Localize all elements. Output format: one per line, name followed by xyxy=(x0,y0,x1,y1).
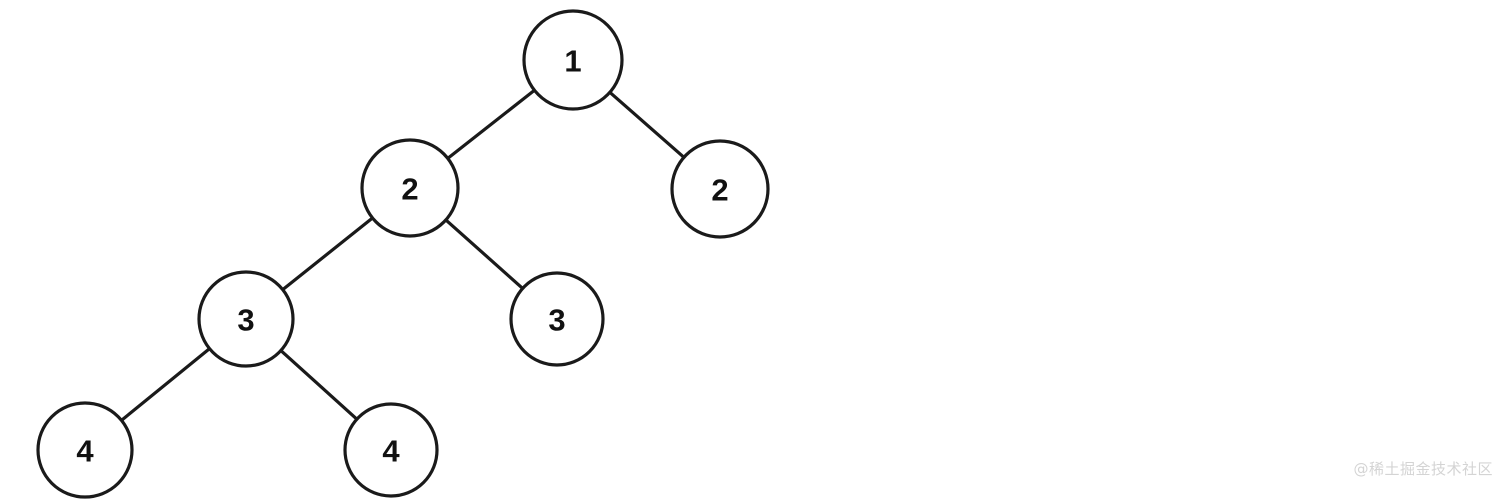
tree-node-label: 4 xyxy=(382,434,400,469)
tree-node-circle xyxy=(509,271,605,367)
tree-edge xyxy=(281,216,375,292)
tree-edge xyxy=(119,347,212,422)
tree-node[interactable]: 1 xyxy=(522,9,624,111)
tree-node-label: 3 xyxy=(237,303,254,338)
tree-node[interactable]: 3 xyxy=(509,271,605,367)
tree-node-label: 1 xyxy=(564,44,581,79)
tree-node[interactable]: 2 xyxy=(670,139,770,239)
tree-node[interactable]: 4 xyxy=(36,401,134,499)
tree-node-circle xyxy=(360,138,460,238)
tree-node-label: 2 xyxy=(711,173,728,208)
tree-node-circle xyxy=(522,9,624,111)
tree-node-label: 2 xyxy=(401,172,418,207)
tree-node[interactable]: 3 xyxy=(197,270,295,368)
tree-node-circle xyxy=(36,401,134,499)
tree-node-circle xyxy=(343,402,439,498)
tree-node[interactable]: 2 xyxy=(360,138,460,238)
tree-node-circle xyxy=(670,139,770,239)
tree-node-label: 3 xyxy=(548,303,565,338)
tree-node-circle xyxy=(197,270,295,368)
tree-node-label: 4 xyxy=(76,434,94,469)
tree-edge xyxy=(444,218,525,290)
tree-nodes-group: 1 2 2 3 3 4 4 xyxy=(36,9,770,499)
tree-node[interactable]: 4 xyxy=(343,402,439,498)
tree-edge xyxy=(279,348,359,421)
watermark-text: @稀土掘金技术社区 xyxy=(1353,460,1493,478)
tree-edge xyxy=(608,90,686,159)
tree-edge xyxy=(446,88,537,160)
tree-edges-group xyxy=(119,88,686,422)
